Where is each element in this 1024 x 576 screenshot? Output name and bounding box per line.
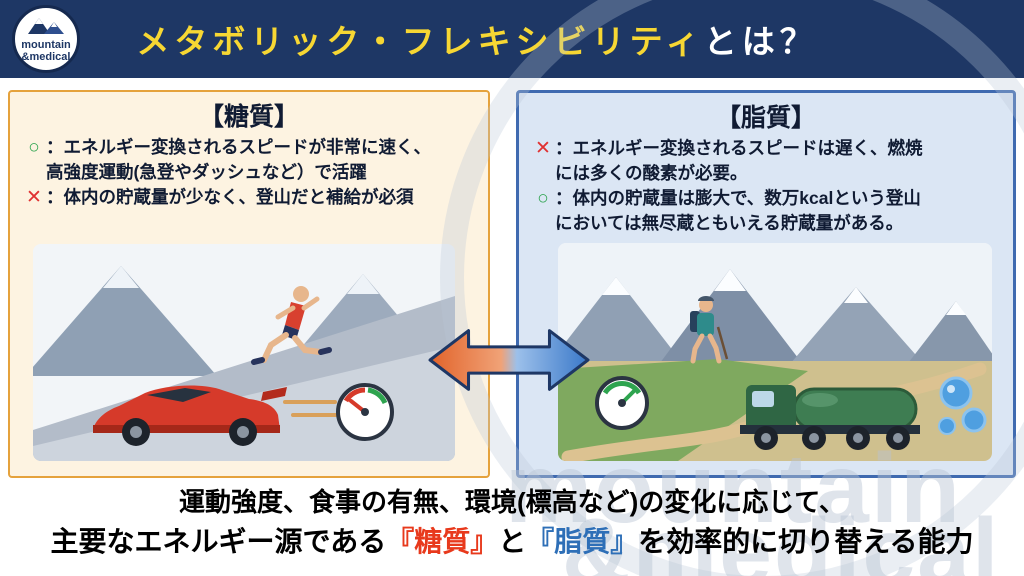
point-text: 高強度運動(急登やダッシュなど）で活躍 xyxy=(46,161,367,182)
runner-illustration xyxy=(251,286,332,365)
hiker-illustration xyxy=(690,296,729,364)
summary-line2: 主要なエネルギー源である『糖質』と『脂質』を効率的に切り替える能力 xyxy=(0,524,1024,560)
summary-text: 運動強度、食事の有無、環境(標高など)の変化に応じて、 主要なエネルギー源である… xyxy=(0,486,1024,560)
fuel-gauge-icon xyxy=(336,383,394,441)
carb-panel: 【糖質】 ○ ：エネルギー変換されるスピードが非常に速く、 高強度運動(急登やダ… xyxy=(8,90,490,478)
mountain-icon xyxy=(26,15,66,40)
fat-point-pro: ○ ：体内の貯蔵量は膨大で、数万kcalという登山 においては無尽蔵ともいえる貯… xyxy=(531,186,1005,236)
carb-panel-title: 【糖質】 xyxy=(198,103,299,131)
page-title: メタボリック・フレキシビリティとは？ xyxy=(136,15,817,63)
carb-points: ○ ：エネルギー変換されるスピードが非常に速く、 高強度運動(急登やダッシュなど… xyxy=(10,135,488,212)
title-highlight: メタボリック・フレキシビリティ xyxy=(136,23,704,60)
summary-segment: を効率的に切り替える能力 xyxy=(638,525,974,557)
point-text: ：エネルギー変換されるスピードは遅く、燃焼 xyxy=(555,138,923,158)
carb-point-pro: ○ ：エネルギー変換されるスピードが非常に速く、 高強度運動(急登やダッシュなど… xyxy=(22,135,480,185)
title-suffix: とは？ xyxy=(703,23,818,60)
logo-text-line1: mountain xyxy=(21,38,71,51)
point-text: ：エネルギー変換されるスピードが非常に速く、 xyxy=(46,137,431,157)
point-text: には多くの酸素が必要。 xyxy=(555,162,748,183)
fat-points: ✕ ：エネルギー変換されるスピードは遅く、燃焼 には多くの酸素が必要。 ○ ：体… xyxy=(519,136,1013,235)
bad-mark: ✕ xyxy=(26,186,42,208)
tanker-truck-illustration xyxy=(740,385,920,450)
summary-segment: と xyxy=(498,525,527,557)
point-text: においては無尽蔵ともいえる貯蔵量がある。 xyxy=(555,212,904,233)
fuel-gauge-icon xyxy=(595,376,649,430)
bad-mark: ✕ xyxy=(535,138,551,159)
summary-segment: 主要なエネルギー源である xyxy=(50,525,387,557)
good-mark: ○ xyxy=(28,137,40,158)
double-arrow-icon xyxy=(426,322,592,398)
brand-logo: mountain &medical xyxy=(12,5,80,73)
summary-line1: 運動強度、食事の有無、環境(標高など)の変化に応じて、 xyxy=(178,487,846,517)
point-text: ：体内の貯蔵量が少なく、登山だと補給が必須 xyxy=(46,186,414,207)
header-bar: メタボリック・フレキシビリティとは？ xyxy=(0,0,1024,78)
fat-illustration xyxy=(558,243,992,461)
logo-text-line2: &medical xyxy=(21,50,71,63)
good-mark: ○ xyxy=(537,187,549,209)
carb-illustration xyxy=(33,244,455,461)
carb-point-con: ✕ ：体内の貯蔵量が少なく、登山だと補給が必須 xyxy=(22,185,480,212)
carb-keyword: 『糖質』 xyxy=(386,525,499,557)
point-text: ：体内の貯蔵量は膨大で、数万kcalという登山 xyxy=(555,187,921,208)
fat-panel-title: 【脂質】 xyxy=(715,104,816,132)
fat-keyword: 『脂質』 xyxy=(526,525,639,557)
oxygen-bubbles-illustration xyxy=(938,376,987,435)
fat-point-con: ✕ ：エネルギー変換されるスピードは遅く、燃焼 には多くの酸素が必要。 xyxy=(531,136,1005,186)
fat-panel: 【脂質】 ✕ ：エネルギー変換されるスピードは遅く、燃焼 には多くの酸素が必要。… xyxy=(516,90,1016,478)
